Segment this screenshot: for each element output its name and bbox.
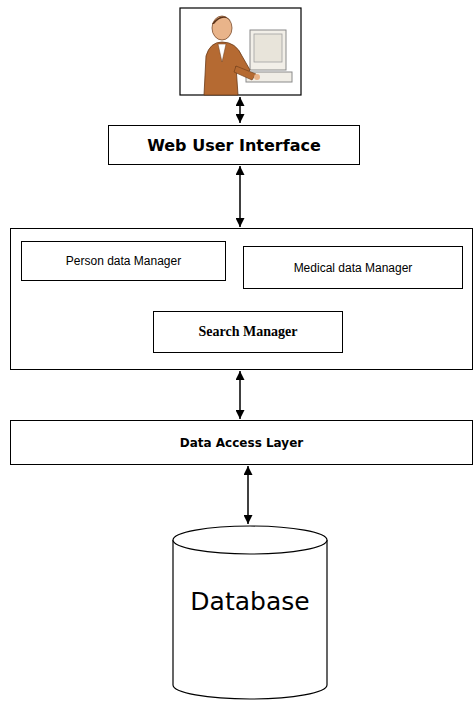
picture-frame [180,8,301,95]
manager-box: Search Manager [153,311,343,353]
box-label: Database [190,587,309,616]
box-label: Web User Interface [147,136,321,155]
interface-box: Web User Interface [108,125,360,165]
manager-box: Medical data Manager [243,246,463,289]
database-cylinder: Database [172,525,328,700]
manager-box: Person data Manager [21,241,226,281]
box-label: Person data Manager [66,254,181,268]
connector-arrow [247,466,249,524]
user-arrow [239,97,241,123]
box-label: Data Access Layer [180,436,303,450]
connector-arrow [239,371,241,419]
person-at-computer [204,16,292,95]
connector-arrow [239,166,241,227]
box-label: Search Manager [199,324,298,340]
manager-group: Person data ManagerMedical data ManagerS… [10,228,473,370]
layer-box: Data Access Layer [10,420,473,465]
box-label: Medical data Manager [294,261,413,275]
